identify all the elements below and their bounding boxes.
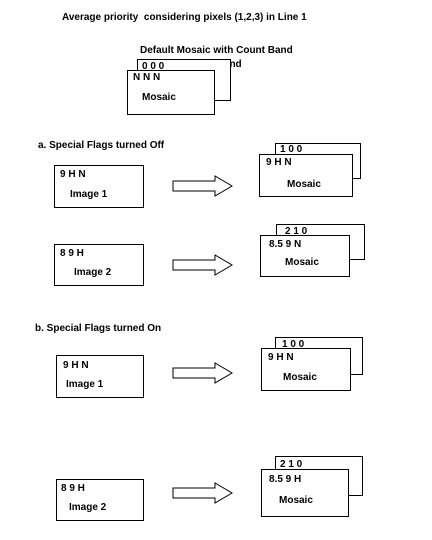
right-arrow-icon — [172, 482, 233, 504]
default-mosaic-stack: 0 0 0 N N N Mosaic — [127, 59, 231, 115]
image-2-box: 8 9 H Image 2 — [56, 479, 144, 521]
image-1-box: 9 H N Image 1 — [54, 165, 144, 208]
section-a-heading: a. Special Flags turned Off — [38, 140, 165, 151]
mosaic-pixel-values: N N N — [133, 72, 161, 83]
image-2-box: 8 9 H Image 2 — [54, 244, 144, 286]
mosaic-label: Mosaic — [287, 179, 321, 190]
image-label: Image 2 — [69, 502, 107, 513]
output-mosaic-stack: 1 0 0 9 H N Mosaic — [259, 143, 365, 197]
mosaic-pixel-values: 9 H N — [268, 352, 294, 363]
mosaic-label: Mosaic — [283, 372, 317, 383]
mosaic-pixel-values: 8.5 9 N — [269, 239, 302, 250]
image-label: Image 2 — [74, 267, 112, 278]
mosaic-layer: N N N Mosaic — [127, 70, 215, 115]
image-1-box: 9 H N Image 1 — [56, 355, 144, 398]
mosaic-label: Mosaic — [279, 495, 313, 506]
image-pixel-values: 8 9 H — [60, 248, 84, 259]
mosaic-pixel-values: 8.5 9 H — [269, 474, 302, 485]
mosaic-label: Mosaic — [285, 257, 319, 268]
count-band-values: 0 0 0 — [142, 61, 165, 72]
output-mosaic-stack: 2 1 0 8.5 9 H Mosaic — [261, 456, 365, 517]
right-arrow-icon — [172, 175, 233, 197]
mosaic-layer: 8.5 9 H Mosaic — [261, 469, 349, 517]
right-arrow-icon — [172, 254, 233, 276]
default-mosaic-heading: Default Mosaic with Count Band — [140, 45, 293, 56]
mosaic-label: Mosaic — [142, 92, 176, 103]
image-label: Image 1 — [66, 379, 104, 390]
count-band-values: 2 1 0 — [280, 459, 303, 470]
diagram-title: Average priority considering pixels (1,2… — [62, 12, 307, 23]
output-mosaic-stack: 2 1 0 8.5 9 N Mosaic — [260, 224, 366, 277]
image-pixel-values: 8 9 H — [61, 483, 85, 494]
mosaic-layer: 9 H N Mosaic — [259, 154, 353, 197]
output-mosaic-stack: 1 0 0 9 H N Mosaic — [261, 337, 365, 391]
right-arrow-icon — [172, 362, 233, 384]
section-b-heading: b. Special Flags turned On — [35, 323, 162, 334]
image-pixel-values: 9 H N — [63, 360, 89, 371]
count-band-values: 2 1 0 — [285, 226, 308, 237]
count-band-values: 1 0 0 — [282, 339, 305, 350]
image-label: Image 1 — [70, 189, 108, 200]
count-band-values: 1 0 0 — [280, 144, 303, 155]
image-pixel-values: 9 H N — [60, 169, 86, 180]
mosaic-pixel-values: 9 H N — [266, 157, 292, 168]
mosaic-layer: 9 H N Mosaic — [261, 348, 351, 391]
mosaic-layer: 8.5 9 N Mosaic — [260, 235, 350, 277]
